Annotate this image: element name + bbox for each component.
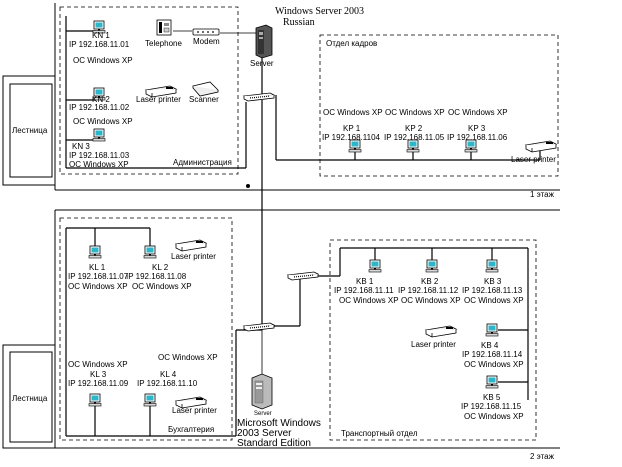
kn3-os: OC Windows XP	[69, 160, 129, 169]
kb2-os: OC Windows XP	[401, 296, 461, 305]
scanner-label: Scanner	[189, 95, 219, 104]
kb3-name: KB 3	[484, 277, 502, 286]
floor1-server	[255, 24, 273, 59]
scanner-icon	[192, 81, 219, 97]
kb4-name: KB 4	[481, 341, 499, 350]
kb2-name: KB 2	[421, 277, 439, 286]
kl4-pc-icon	[143, 393, 157, 407]
kb1-pc-icon	[368, 259, 382, 273]
acc-printer1-label: Laser printer	[171, 252, 216, 261]
kl4-os: OC Windows XP	[158, 353, 218, 362]
kn1-ip: IP 192.168.11.01	[69, 40, 130, 49]
kp2-pc-icon	[406, 139, 420, 153]
kl4-name: KL 4	[160, 370, 177, 379]
floor2-switch-transport	[287, 271, 319, 281]
floor2-server-title-2: 2003 Server	[237, 428, 292, 439]
floor1-server-label: Server	[250, 59, 274, 68]
kn3-pc-icon	[92, 128, 106, 142]
kn2-ip: IP 192.168.11.02	[69, 103, 130, 112]
kb1-name: KB 1	[356, 277, 374, 286]
kp2-os: OC Windows XP	[385, 108, 445, 117]
kb4-pc-icon	[485, 323, 499, 337]
hr-region	[319, 34, 559, 177]
floor1-switch	[243, 92, 275, 102]
kb1-ip: IP 192.168.11.11	[334, 286, 394, 295]
accounting-region	[59, 217, 233, 441]
acc-printer2-label: Laser printer	[172, 406, 217, 415]
floor2-stairs-label: Лестница	[12, 394, 48, 403]
floor1-server-title: Windows Server 2003	[275, 6, 364, 17]
telephone-icon	[156, 19, 172, 36]
modem-label: Modem	[193, 37, 220, 46]
kl1-os: OC Windows XP	[68, 282, 128, 291]
kb4-os: OC Windows XP	[464, 360, 524, 369]
telephone-label: Telephone	[145, 39, 182, 48]
floor2-server	[251, 373, 273, 410]
kp3-os: OC Windows XP	[448, 108, 508, 117]
kn3-name: KN 3	[72, 142, 90, 151]
kn1-name: KN 1	[92, 31, 110, 40]
kn1-os: OC Windows XP	[73, 56, 133, 65]
kb5-name: KB 5	[483, 393, 501, 402]
kb4-ip: IP 192.168.11.14	[462, 350, 523, 359]
floor2-label: 2 этаж	[530, 452, 555, 461]
floor1-stairs-inner	[9, 83, 53, 178]
kp1-ip: IP 192.168.1104	[322, 133, 381, 142]
transport-dept-label: Транспортный отдел	[341, 429, 418, 438]
hr-printer-label: Laser printer	[511, 155, 556, 164]
kl3-os: OC Windows XP	[68, 360, 128, 369]
kp2-ip: IP 192.168.11.05	[384, 133, 445, 142]
hr-dept-label: Отдел кадров	[326, 39, 377, 48]
admin-dept-label: Администрация	[173, 158, 232, 167]
kb5-os: OC Windows XP	[464, 412, 524, 421]
kn2-os: OC Windows XP	[73, 117, 133, 126]
kp1-pc-icon	[348, 139, 362, 153]
kp3-pc-icon	[464, 139, 478, 153]
kp1-os: OC Windows XP	[323, 108, 383, 117]
kb3-pc-icon	[485, 259, 499, 273]
kl2-ip: IP 192.168.11.08	[126, 272, 187, 281]
kl3-name: KL 3	[90, 370, 107, 379]
accounting-dept-label: Бухгалтерия	[168, 425, 214, 434]
modem-icon	[192, 28, 220, 36]
kb3-ip: IP 192.168.11.13	[462, 286, 523, 295]
kp2-name: KP 2	[405, 124, 423, 133]
floor2-server-title-1: Microsoft Windows	[237, 418, 321, 429]
floor1-stairs-label: Лестница	[12, 126, 48, 135]
transport-printer-icon	[425, 325, 457, 338]
kl1-ip: IP 192.168.11.07	[68, 272, 129, 281]
admin-printer-label: Laser printer	[136, 95, 181, 104]
kb2-ip: IP 192.168.11.12	[398, 286, 459, 295]
kp1-name: KP 1	[343, 124, 361, 133]
kn2-name: KN 2	[92, 95, 110, 104]
kl3-pc-icon	[88, 393, 102, 407]
floor1-server-subtitle: Russian	[283, 17, 315, 28]
hr-printer-icon	[525, 140, 557, 153]
kl2-os: OC Windows XP	[132, 282, 192, 291]
kb5-ip: IP 192.168.11.15	[461, 402, 522, 411]
kb3-os: OC Windows XP	[464, 296, 524, 305]
kl2-pc-icon	[143, 245, 157, 259]
kl2-name: KL 2	[152, 263, 169, 272]
kp3-ip: IP 192.168.11.06	[447, 133, 508, 142]
kl1-name: KL 1	[89, 263, 106, 272]
kl3-ip: IP 192.168.11.09	[68, 379, 129, 388]
transport-printer-label: Laser printer	[411, 340, 456, 349]
kl4-ip: IP 192.168.11.10	[137, 379, 198, 388]
kl1-pc-icon	[88, 245, 102, 259]
floor2-switch-main	[243, 322, 275, 332]
kn3-ip: IP 192.168.11.03	[69, 151, 130, 160]
floor2-server-label: Server	[254, 411, 272, 417]
floor2-server-title-3: Standard Edition	[237, 438, 311, 449]
admin-region	[59, 6, 239, 175]
floor1-label: 1 этаж	[530, 190, 555, 199]
floor2-stairs-inner	[9, 351, 53, 443]
kb5-pc-icon	[485, 375, 499, 389]
acc-printer1-icon	[175, 239, 207, 252]
kp3-name: KP 3	[468, 124, 486, 133]
kb1-os: OC Windows XP	[339, 296, 399, 305]
kb2-pc-icon	[425, 259, 439, 273]
